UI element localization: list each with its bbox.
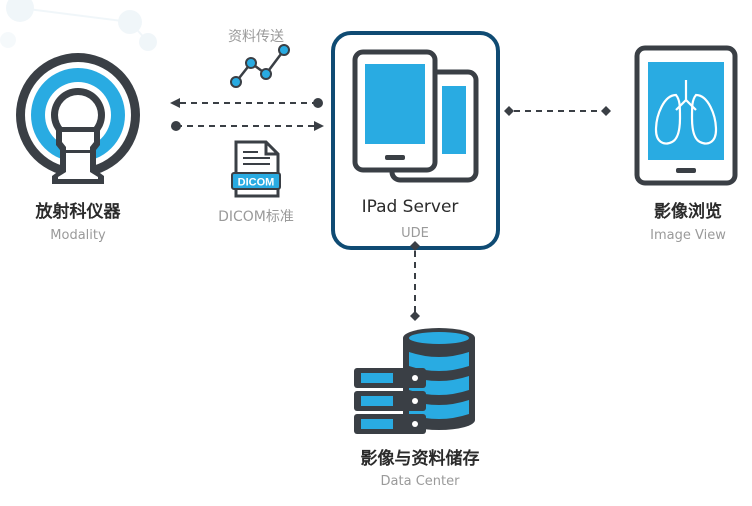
tablet-icon — [352, 49, 479, 183]
transfer-label: 资料传送 — [228, 29, 284, 45]
server-subtitle: UDE — [401, 226, 429, 241]
line-chart-icon — [230, 44, 290, 88]
server-to-viewer-arrow — [504, 106, 611, 116]
storage-subtitle: Data Center — [380, 474, 460, 489]
transfer-arrows — [170, 98, 324, 131]
server-rack-icon — [354, 368, 426, 434]
viewer-title: 影像浏览 — [654, 202, 722, 222]
modality-subtitle: Modality — [50, 228, 106, 243]
viewer-subtitle: Image View — [650, 228, 726, 243]
modality-title: 放射科仪器 — [35, 202, 121, 222]
decorative-network-icon — [0, 0, 157, 51]
dicom-standard-label: DICOM标准 — [218, 209, 294, 225]
dicom-file-label: DICOM — [238, 177, 275, 189]
lungs-icon — [634, 45, 738, 186]
mri-scanner-icon — [16, 53, 140, 184]
server-to-storage-arrow — [410, 241, 420, 321]
server-title: IPad Server — [361, 197, 459, 217]
dicom-file-icon: DICOM — [231, 140, 281, 198]
storage-title: 影像与资料储存 — [360, 449, 480, 469]
